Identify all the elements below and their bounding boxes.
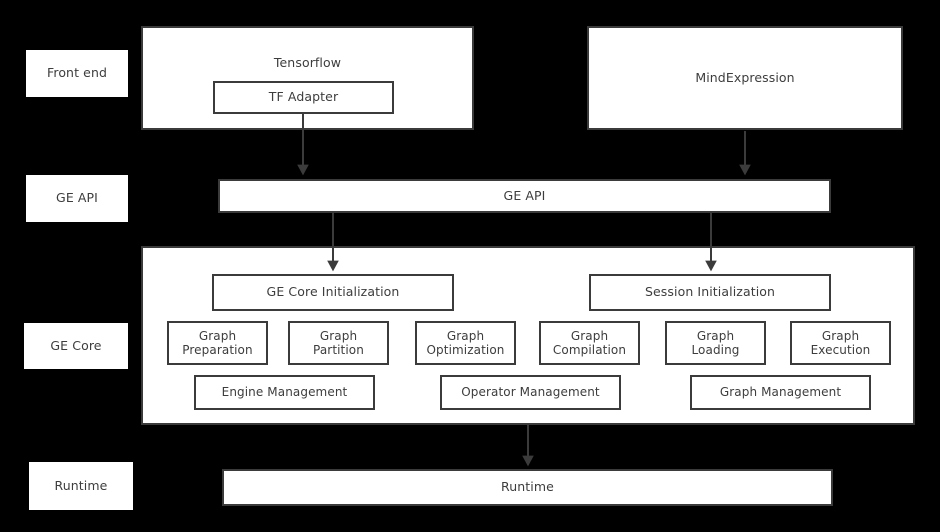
lane-label-front-end: Front end	[26, 50, 128, 97]
graph-compilation-box[interactable]: Graph Compilation	[539, 321, 640, 365]
graph-preparation-label-line2: Preparation	[182, 343, 253, 357]
graph-partition-box[interactable]: Graph Partition	[288, 321, 389, 365]
graph-execution-box[interactable]: Graph Execution	[790, 321, 891, 365]
graph-optimization-box[interactable]: Graph Optimization	[415, 321, 516, 365]
ge-core-initialization-box[interactable]: GE Core Initialization	[212, 274, 454, 311]
ge-api-bar[interactable]: GE API	[218, 179, 831, 213]
lane-label-front-end-text: Front end	[46, 65, 108, 81]
tf-adapter-label: TF Adapter	[268, 89, 339, 105]
graph-execution-label-line1: Graph	[821, 328, 860, 343]
graph-execution-label-line2: Execution	[810, 343, 871, 357]
engine-management-box[interactable]: Engine Management	[194, 375, 375, 410]
graph-preparation-label-line1: Graph	[198, 328, 237, 343]
ge-api-bar-label: GE API	[503, 187, 546, 203]
session-initialization-box[interactable]: Session Initialization	[589, 274, 831, 311]
graph-loading-box[interactable]: Graph Loading	[665, 321, 766, 365]
lane-label-ge-core: GE Core	[24, 323, 128, 369]
graph-preparation-box[interactable]: Graph Preparation	[167, 321, 268, 365]
graph-management-box[interactable]: Graph Management	[690, 375, 871, 410]
lane-label-runtime-text: Runtime	[54, 477, 108, 493]
lane-label-ge-api-text: GE API	[56, 190, 98, 206]
graph-optimization-label-line1: Graph	[446, 328, 485, 343]
graph-partition-label-line1: Graph	[319, 328, 358, 343]
graph-loading-label-line1: Graph	[696, 328, 735, 343]
tf-adapter-box[interactable]: TF Adapter	[213, 81, 394, 114]
runtime-bar-label: Runtime	[501, 479, 554, 495]
engine-management-label: Engine Management	[221, 385, 348, 400]
mindexpression-label: MindExpression	[695, 69, 795, 85]
graph-management-label: Graph Management	[719, 385, 842, 400]
graph-partition-label-line2: Partition	[313, 343, 364, 357]
runtime-bar[interactable]: Runtime	[222, 469, 833, 506]
mindexpression-box[interactable]: MindExpression	[587, 26, 903, 130]
graph-compilation-label-line1: Graph	[570, 328, 609, 343]
graph-optimization-label-line2: Optimization	[426, 343, 505, 357]
graph-loading-label-line2: Loading	[691, 343, 740, 357]
lane-label-runtime: Runtime	[29, 462, 133, 510]
session-initialization-label: Session Initialization	[644, 284, 776, 300]
operator-management-box[interactable]: Operator Management	[440, 375, 621, 410]
ge-core-initialization-label: GE Core Initialization	[266, 284, 400, 300]
operator-management-label: Operator Management	[461, 385, 600, 400]
tensorflow-container[interactable]: Tensorflow	[141, 26, 474, 130]
graph-compilation-label-line2: Compilation	[552, 343, 627, 357]
tensorflow-label: Tensorflow	[273, 55, 342, 70]
lane-label-ge-api: GE API	[26, 175, 128, 222]
lane-label-ge-core-text: GE Core	[50, 337, 102, 353]
